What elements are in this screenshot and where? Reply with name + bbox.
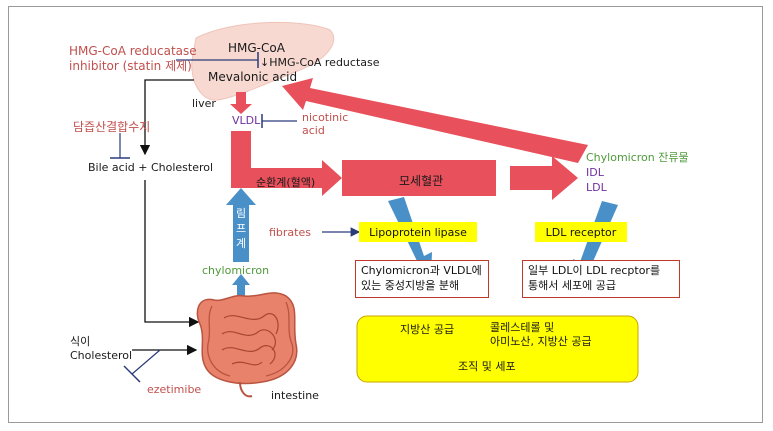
ldl-description-line2: 통해서 세포에 공급	[528, 279, 616, 292]
mevalonic-acid-label: Mevalonic acid	[208, 70, 298, 84]
capillary-to-remnant-arrow	[510, 156, 578, 200]
ldl-receptor-box: LDL receptor	[535, 222, 627, 242]
nicotinic-acid-label: nicotinic acid	[302, 111, 348, 137]
ldl-description-box: 일부 LDL이 LDL recptor를 통해서 세포에 공급	[522, 260, 680, 298]
liver-down-arrow	[230, 92, 252, 114]
statin-label: HMG-CoA reducatase inhibitor (statin 제제)	[69, 44, 197, 74]
fibrates-label: fibrates	[269, 226, 311, 239]
capillary-label: 모세혈관	[399, 174, 444, 188]
liver-shape	[191, 21, 335, 101]
fatty-acid-supply-label: 지방산 공급	[400, 323, 455, 336]
tissue-cell-box	[356, 315, 639, 383]
intestine-label: intestine	[271, 389, 319, 402]
liver-label: liver	[192, 97, 216, 110]
remnant-label: Chylomicron 잔류물 IDL LDL	[586, 150, 689, 195]
remnant-line2: IDL	[586, 166, 604, 179]
intestine-illustration	[196, 292, 298, 398]
liver-to-bile-arrow	[139, 79, 194, 156]
nicotinic-line2: acid	[302, 124, 325, 137]
lymph-blue-arrow	[226, 188, 256, 262]
hmg-coa-reductase-label: ↓HMG-CoA reductase	[260, 56, 380, 69]
intestine-blue-arrow	[232, 274, 250, 296]
tissue-cells-label: 조직 및 세포	[458, 360, 516, 373]
bile-resin-label: 담즙산결합수지	[73, 120, 151, 134]
remnant-line3: LDL	[586, 181, 607, 194]
diet-line2: Cholesterol	[70, 349, 133, 362]
statin-label-line1: HMG-CoA reducatase	[69, 44, 197, 58]
cholesterol-supply-label: 콜레스테롤 및 아미노산, 지방산 공급	[490, 321, 592, 349]
cholesterol-supply-line1: 콜레스테롤 및	[490, 321, 555, 334]
ldl-description-line1: 일부 LDL이 LDL recptor를	[528, 264, 661, 277]
lipase-description-line1: Chylomicron과 VLDL에	[361, 264, 482, 277]
dietary-cholesterol-label: 식이 Cholesterol	[70, 335, 132, 363]
lipase-description-box: Chylomicron과 VLDL에 있는 중성지방을 분해	[355, 260, 489, 298]
nicotinic-line1: nicotinic	[302, 111, 349, 124]
lipase-description-line2: 있는 중성지방을 분해	[361, 279, 460, 292]
ezetimibe-inhibit-line	[131, 349, 161, 375]
lipoprotein-lipase-box: Lipoprotein lipase	[359, 222, 477, 242]
bile-acid-cholesterol-label: Bile acid + Cholesterol	[88, 161, 214, 174]
chylomicron-label: chylomicron	[202, 264, 270, 277]
hmg-coa-label: HMG-CoA	[228, 41, 285, 55]
vldl-label: VLDL	[232, 114, 261, 127]
statin-label-line2: inhibitor (statin 제제)	[69, 59, 192, 73]
ezetimibe-inhibit-bar	[123, 365, 141, 383]
diet-line1: 식이	[70, 335, 91, 348]
return-to-liver-arrow	[282, 78, 588, 163]
lymph-label: 림프계	[236, 207, 247, 250]
ezetimibe-label: ezetimibe	[147, 383, 202, 396]
vldl-red-arrow	[231, 131, 342, 196]
cholesterol-supply-line2: 아미노산, 지방산 공급	[490, 335, 592, 348]
remnant-line1: Chylomicron 잔류물	[586, 151, 689, 164]
circulation-label: 순환계(혈액)	[256, 176, 316, 189]
bile-to-intestine-arrow	[144, 180, 200, 328]
capillary-red-arrow	[342, 160, 496, 196]
